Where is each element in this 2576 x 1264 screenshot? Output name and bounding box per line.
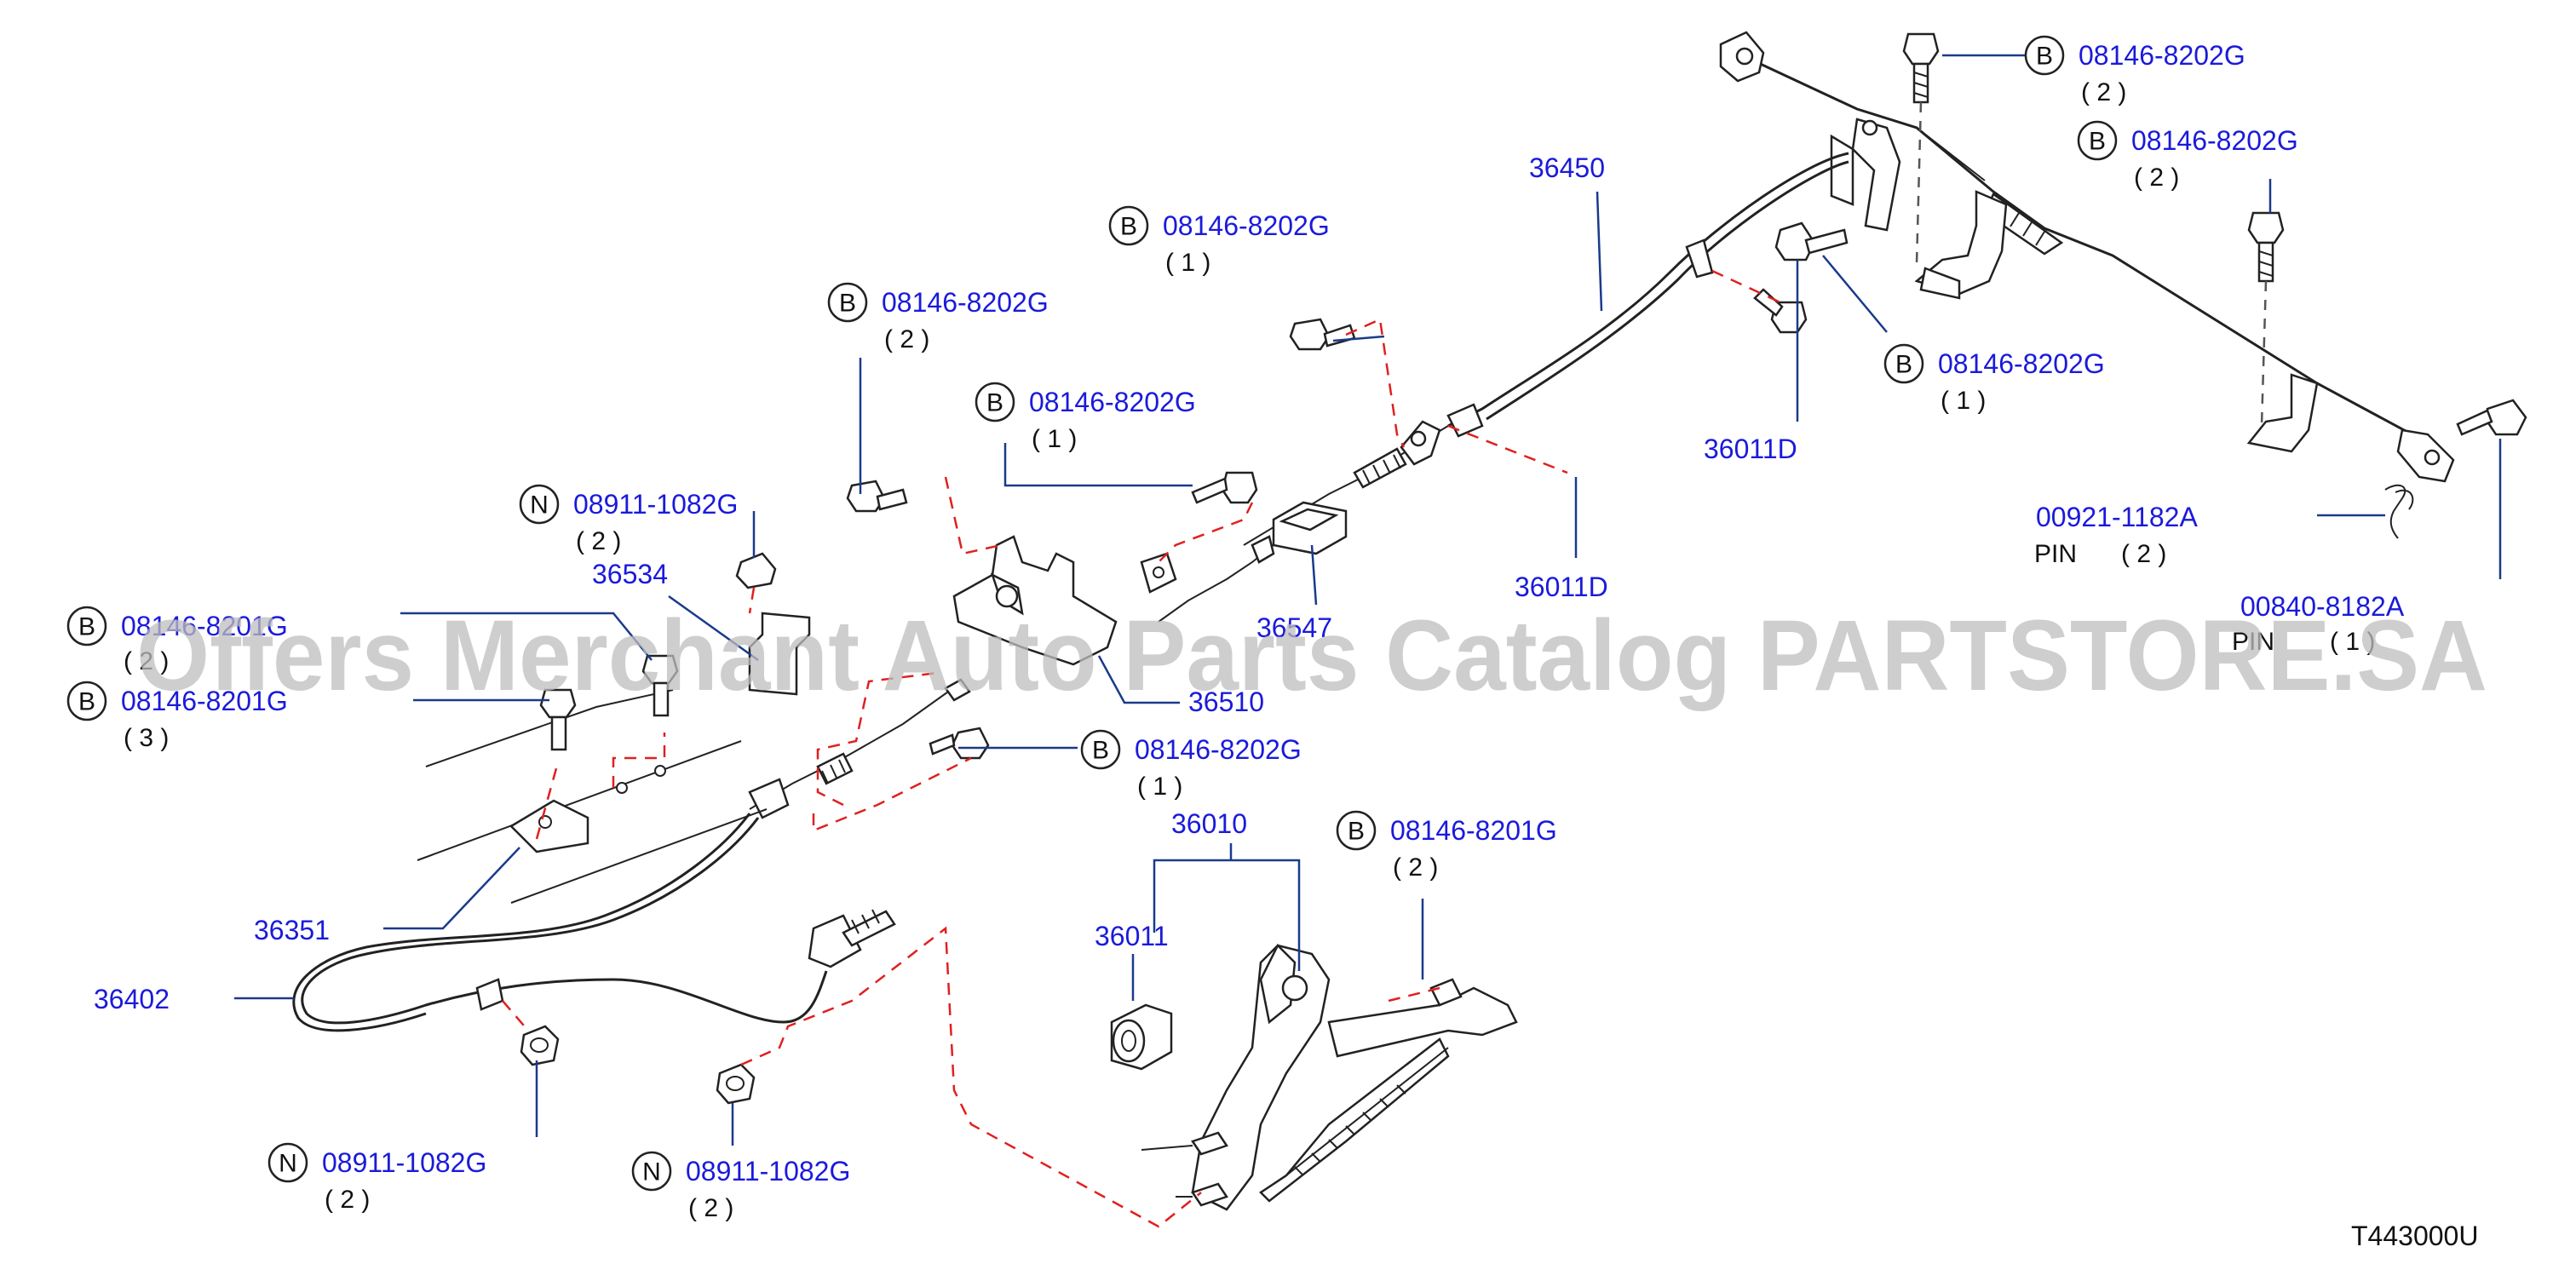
callout-part-number: 08146-8202G xyxy=(1938,348,2105,379)
callout-part-number: 08146-8202G xyxy=(2131,125,2298,156)
bolt-icon xyxy=(846,480,908,513)
svg-text:B: B xyxy=(2089,128,2106,156)
part-label-36402: 36402 xyxy=(94,984,170,1014)
diagram-reference-code: T443000U xyxy=(2351,1221,2478,1251)
part-label-00921: 00921-1182A xyxy=(2036,502,2198,532)
bolt-icon xyxy=(2247,211,2285,283)
callout-quantity: ( 2 ) xyxy=(884,325,929,353)
svg-text:B: B xyxy=(839,290,856,318)
callout-quantity: ( 1 ) xyxy=(1137,773,1182,801)
nut-icon xyxy=(716,1063,756,1105)
callout-part-number: 08146-8202G xyxy=(1135,734,1302,765)
part-label-36547: 36547 xyxy=(1256,612,1332,643)
bolt-icon xyxy=(641,654,679,717)
svg-text:B: B xyxy=(2036,43,2053,71)
bolt-icon xyxy=(1774,221,1849,261)
svg-text:B: B xyxy=(1120,213,1137,241)
callout-quantity: ( 2 ) xyxy=(688,1194,733,1222)
bolt-icon xyxy=(539,688,577,751)
bracket-36534 xyxy=(735,552,811,696)
part-label-36011: 36011 xyxy=(1095,921,1169,951)
callout-quantity: ( 2 ) xyxy=(1393,853,1438,882)
pin-quantity: ( 2 ) xyxy=(2121,540,2166,568)
leader-lines xyxy=(234,54,2502,1146)
callout-quantity: ( 2 ) xyxy=(124,647,169,675)
front-cable xyxy=(292,678,971,1032)
callout-quantity: ( 2 ) xyxy=(2134,164,2179,192)
pedal-assembly-36010 xyxy=(1141,943,1518,1211)
callout-quantity: ( 2 ) xyxy=(576,527,621,555)
part-label-36011d: 36011D xyxy=(1515,572,1608,602)
part-label-36351: 36351 xyxy=(254,915,330,945)
bolt-icon xyxy=(1902,32,1940,104)
assembly-dash-lines-grey xyxy=(1915,101,2268,427)
callout-badges: B B B B B B N B B B B N N xyxy=(66,35,2118,1192)
bolt-icon xyxy=(1191,471,1258,504)
callout-part-number: 08146-8201G xyxy=(121,686,288,716)
nut-icon xyxy=(520,1025,560,1066)
part-label-00840: 00840-8182A xyxy=(2240,591,2405,622)
mount-bracket-right xyxy=(1914,190,2008,300)
assembly-dash-lines xyxy=(502,269,1781,1228)
callout-part-number: 08146-8201G xyxy=(1390,815,1557,846)
svg-text:N: N xyxy=(642,1158,661,1186)
callout-quantity: ( 1 ) xyxy=(1032,425,1077,453)
svg-text:N: N xyxy=(279,1150,297,1178)
svg-text:B: B xyxy=(78,613,95,641)
callout-part-number: 08146-8202G xyxy=(2079,40,2245,71)
part-label-36534: 36534 xyxy=(592,559,668,589)
svg-text:B: B xyxy=(1348,818,1365,846)
svg-text:B: B xyxy=(78,688,95,716)
callout-quantity: ( 1 ) xyxy=(1165,249,1210,277)
equalizer-36547 xyxy=(1158,501,1348,623)
part-label-36510: 36510 xyxy=(1188,687,1264,717)
mount-bracket-upper xyxy=(1830,118,1901,232)
cable-36450 xyxy=(1243,152,1849,546)
callout-part-number: 08146-8202G xyxy=(882,287,1049,318)
bolt-icon xyxy=(1289,318,1356,351)
callout-labels: 08146-8202G ( 2 ) 08146-8202G ( 2 ) 0814… xyxy=(121,40,2298,1222)
callout-quantity: ( 2 ) xyxy=(325,1186,370,1214)
part-labels: 36450 36011D 36011D 36534 36547 36510 36… xyxy=(94,152,2405,1014)
part-label-36450: 36450 xyxy=(1529,152,1605,183)
callout-part-number: 08911-1082G xyxy=(322,1147,486,1178)
pin-word: PIN xyxy=(2034,540,2077,568)
callout-part-number: 08146-8201G xyxy=(121,611,288,641)
callout-quantity: ( 2 ) xyxy=(2081,78,2126,106)
bracket-36510 xyxy=(952,535,1177,666)
svg-text:B: B xyxy=(1895,351,1912,379)
bolt-icon xyxy=(929,727,990,760)
callout-quantity: ( 3 ) xyxy=(124,724,169,752)
svg-text:B: B xyxy=(986,389,1003,417)
part-label-36010: 36010 xyxy=(1171,808,1247,839)
svg-text:B: B xyxy=(1092,737,1109,765)
pin-icon xyxy=(2384,484,2414,539)
callout-part-number: 08911-1082G xyxy=(573,489,738,520)
bolt-icon xyxy=(2456,399,2527,436)
callout-part-number: 08146-8202G xyxy=(1163,210,1330,241)
mount-bracket-lower-right xyxy=(2246,373,2319,453)
callout-part-number: 08146-8202G xyxy=(1029,387,1196,417)
part-label-36011d: 36011D xyxy=(1704,434,1797,464)
watermark: Offers Merchant Auto Parts Catalog PARTS… xyxy=(136,600,2487,712)
floor-plate xyxy=(417,689,768,904)
callout-quantity: ( 1 ) xyxy=(1941,387,1986,415)
bushing-36011 xyxy=(1110,1003,1173,1071)
svg-text:N: N xyxy=(530,491,549,520)
rear-cable-right xyxy=(1719,31,2455,483)
pin-quantity: ( 1 ) xyxy=(2330,628,2375,656)
pin-word: PIN xyxy=(2232,628,2274,656)
callout-part-number: 08911-1082G xyxy=(686,1156,850,1186)
